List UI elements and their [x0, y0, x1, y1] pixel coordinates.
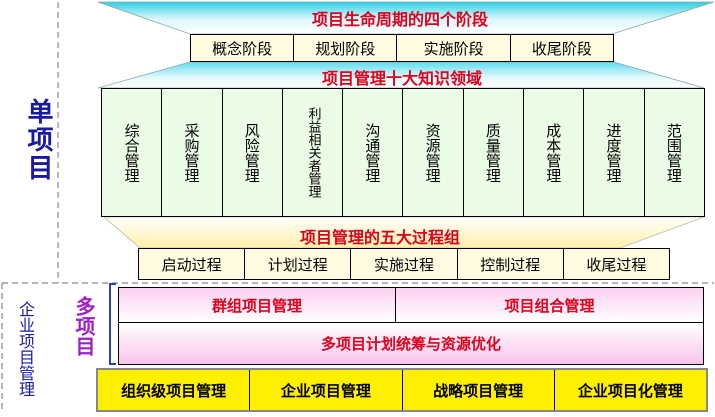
- bottom-item: 企业项目化管理: [577, 381, 683, 400]
- knowledge-area: 进度管理: [584, 88, 645, 217]
- multi-planning-box: 多项目计划统筹与资源优化: [118, 323, 704, 365]
- process-group: 启动过程: [139, 249, 246, 279]
- multi-bracket-icon: [109, 283, 116, 365]
- knowledge-area: 采购管理: [162, 88, 223, 217]
- bottom-bar: 组织级项目管理 企业项目管理 战略项目管理 企业项目化管理: [96, 368, 708, 412]
- single-project-label: 单项目: [20, 90, 56, 190]
- knowledge-areas: 综合管理 采购管理 风险管理 利益相关者管理 沟通管理 资源管理 质量管理 成本…: [101, 88, 705, 217]
- phase-item: 规划阶段: [294, 35, 398, 61]
- multi-project-label: 多项目: [64, 290, 104, 362]
- knowledge-area: 综合管理: [101, 88, 163, 217]
- knowledge-area: 资源管理: [403, 88, 464, 217]
- phase-row: 概念阶段 规划阶段 实施阶段 收尾阶段: [190, 34, 614, 62]
- process-group: 计划过程: [245, 249, 352, 279]
- knowledge-area: 沟通管理: [343, 88, 404, 217]
- bottom-item: 企业项目管理: [250, 370, 403, 410]
- knowledge-area: 质量管理: [463, 88, 525, 217]
- knowledge-area: 成本管理: [524, 88, 585, 217]
- enterprise-project-text: 企业项目管理: [16, 301, 35, 397]
- bottom-item: 组织级项目管理: [98, 370, 251, 410]
- multi-project-text: 多项目: [72, 296, 96, 356]
- phase-item: 实施阶段: [397, 35, 511, 61]
- knowledge-area: 风险管理: [222, 88, 283, 217]
- knowledge-title: 项目管理十大知识领域: [321, 69, 482, 88]
- process-group: 实施过程: [351, 249, 458, 279]
- program-management-box: 群组项目管理: [118, 287, 396, 323]
- portfolio-management-box: 项目组合管理: [396, 287, 704, 323]
- phase-item: 概念阶段: [191, 35, 295, 61]
- enterprise-project-label: 企业项目管理: [8, 290, 42, 408]
- process-group: 控制过程: [458, 249, 564, 279]
- process-row: 启动过程 计划过程 实施过程 控制过程 收尾过程: [138, 248, 670, 280]
- phase-item: 收尾阶段: [531, 39, 592, 58]
- single-project-text: 单项目: [23, 98, 53, 182]
- knowledge-area: 范围管理: [644, 88, 705, 217]
- process-group: 收尾过程: [586, 255, 647, 274]
- knowledge-area: 利益相关者管理: [282, 88, 344, 217]
- lifecycle-title: 项目生命周期的四个阶段: [311, 10, 488, 29]
- bottom-item: 战略项目管理: [403, 370, 555, 410]
- process-title: 项目管理的五大过程组: [299, 228, 460, 247]
